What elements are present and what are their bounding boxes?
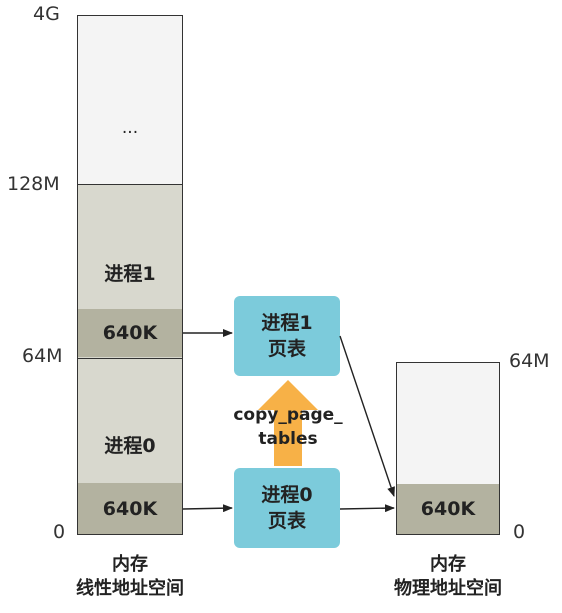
linear-640k-block-process1: 640K <box>78 309 182 357</box>
tick-64m: 64M <box>22 345 63 367</box>
linear-caption-line1: 内存 <box>112 554 148 575</box>
process0-page-table-line1: 进程0 <box>261 484 313 506</box>
copy-page-tables-label-line1: copy_page_ <box>233 405 343 425</box>
arrow-pagetable0-to-physical <box>339 504 395 513</box>
physical-640k-block: 640K <box>397 484 499 534</box>
copy-page-tables-arrow <box>258 380 318 466</box>
copy-page-tables-label: copy_page_ tables <box>214 403 362 451</box>
process1-page-table-line1: 进程1 <box>261 312 313 334</box>
linear-caption: 内存 线性地址空间 <box>48 553 212 601</box>
arrow-pagetable1-to-physical <box>339 335 395 497</box>
physical-caption-line2: 物理地址空间 <box>394 578 502 599</box>
process0-region-label: 进程0 <box>104 435 156 457</box>
linear-640k-block-process0: 640K <box>78 483 182 534</box>
physical-caption: 内存 物理地址空间 <box>372 553 524 601</box>
process1-page-table-line2: 页表 <box>267 338 306 360</box>
tick-4g: 4G <box>33 3 60 25</box>
linear-caption-line2: 线性地址空间 <box>76 578 184 599</box>
physical-tick-64m: 64M <box>509 350 550 372</box>
process1-region-label: 进程1 <box>104 263 156 285</box>
copy-page-tables-label-line2: tables <box>258 429 318 449</box>
process0-page-table: 进程0 页表 <box>234 468 340 548</box>
physical-tick-0: 0 <box>513 521 526 543</box>
physical-caption-line1: 内存 <box>430 554 466 575</box>
linear-ellipsis: ... <box>121 118 139 138</box>
linear-upper-region <box>78 16 182 185</box>
arrow-linear0-to-pagetable0 <box>182 504 233 513</box>
process1-page-table: 进程1 页表 <box>234 296 340 376</box>
tick-0: 0 <box>53 521 66 543</box>
process0-page-table-line2: 页表 <box>267 510 306 532</box>
tick-128m: 128M <box>7 173 60 195</box>
linear-divider-64m <box>78 358 182 359</box>
